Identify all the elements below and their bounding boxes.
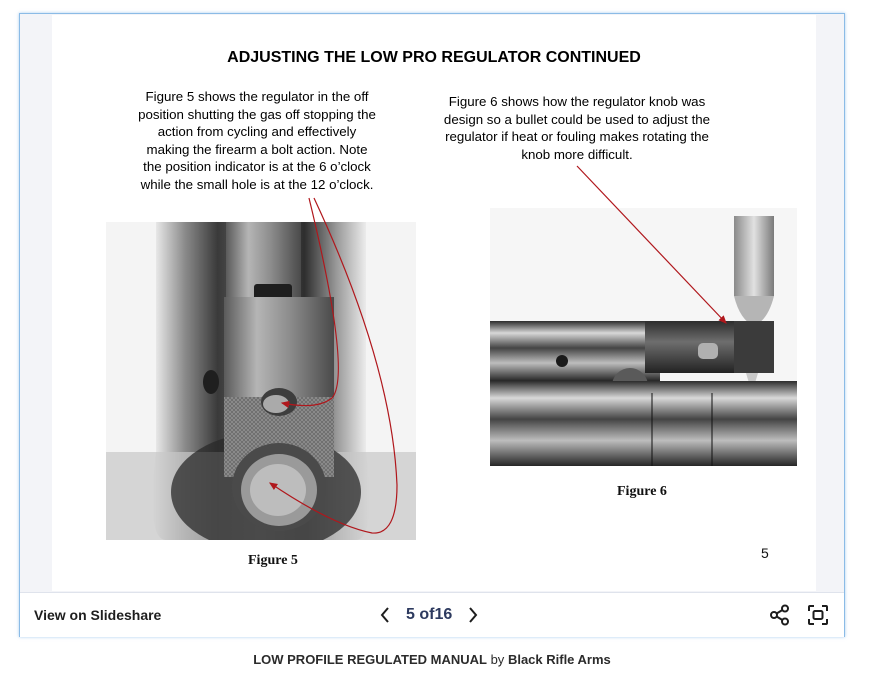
text-line: action from cycling and effectively xyxy=(157,124,357,140)
viewer-toolbar: View on Slideshare 5 of16 xyxy=(20,592,844,637)
page-indicator: 5 of16 xyxy=(406,606,452,624)
share-icon xyxy=(770,604,789,626)
presentation-caption: LOW PROFILE REGULATED MANUAL by Black Ri… xyxy=(0,652,864,667)
slide-page-number: 5 xyxy=(761,545,769,561)
slideshare-embed: ADJUSTING THE LOW PRO REGULATOR CONTINUE… xyxy=(19,13,845,637)
fullscreen-icon xyxy=(808,605,828,625)
by-label: by xyxy=(490,652,505,667)
slide-title: ADJUSTING THE LOW PRO REGULATOR CONTINUE… xyxy=(227,49,641,66)
figure6-photo xyxy=(490,208,797,466)
figure6-description: Figure 6 shows how the regulator knob wa… xyxy=(427,93,727,163)
text-line: position shutting the gas off stopping t… xyxy=(138,106,376,122)
figure5-photo xyxy=(106,222,416,540)
figure5-description: Figure 5 shows the regulator in the off … xyxy=(112,88,402,194)
fullscreen-button[interactable] xyxy=(806,603,830,627)
of-label: of xyxy=(419,606,435,623)
chevron-right-icon xyxy=(469,607,478,623)
text-line: the position indicator is at the 6 o’clo… xyxy=(143,159,371,175)
slide-page: ADJUSTING THE LOW PRO REGULATOR CONTINUE… xyxy=(52,15,816,591)
view-on-slideshare-link[interactable]: View on Slideshare xyxy=(34,607,162,623)
total-pages: 16 xyxy=(434,606,453,623)
chevron-left-icon xyxy=(380,607,389,623)
figure6-caption: Figure 6 xyxy=(617,484,667,499)
prev-page-button[interactable] xyxy=(376,603,394,627)
text-line: Figure 5 shows the regulator in the off xyxy=(145,89,369,104)
figure5-caption: Figure 5 xyxy=(248,553,298,568)
text-line: Figure 6 shows how the regulator knob wa… xyxy=(448,94,706,109)
current-page: 5 xyxy=(406,606,415,623)
text-line: making the firearm a bolt action. Note xyxy=(146,141,368,157)
author-link[interactable]: Black Rifle Arms xyxy=(507,652,611,667)
share-button[interactable] xyxy=(768,603,792,627)
text-line: knob more difficult. xyxy=(521,146,633,162)
text-line: regulator if heat or fouling makes rotat… xyxy=(445,129,709,145)
text-line: design so a bullet could be used to adju… xyxy=(443,111,711,127)
pagination: 5 of16 xyxy=(376,602,482,628)
text-line: while the small hole is at the 12 o’cloc… xyxy=(140,176,374,192)
next-page-button[interactable] xyxy=(464,603,482,627)
presentation-title-link[interactable]: LOW PROFILE REGULATED MANUAL xyxy=(253,652,487,667)
